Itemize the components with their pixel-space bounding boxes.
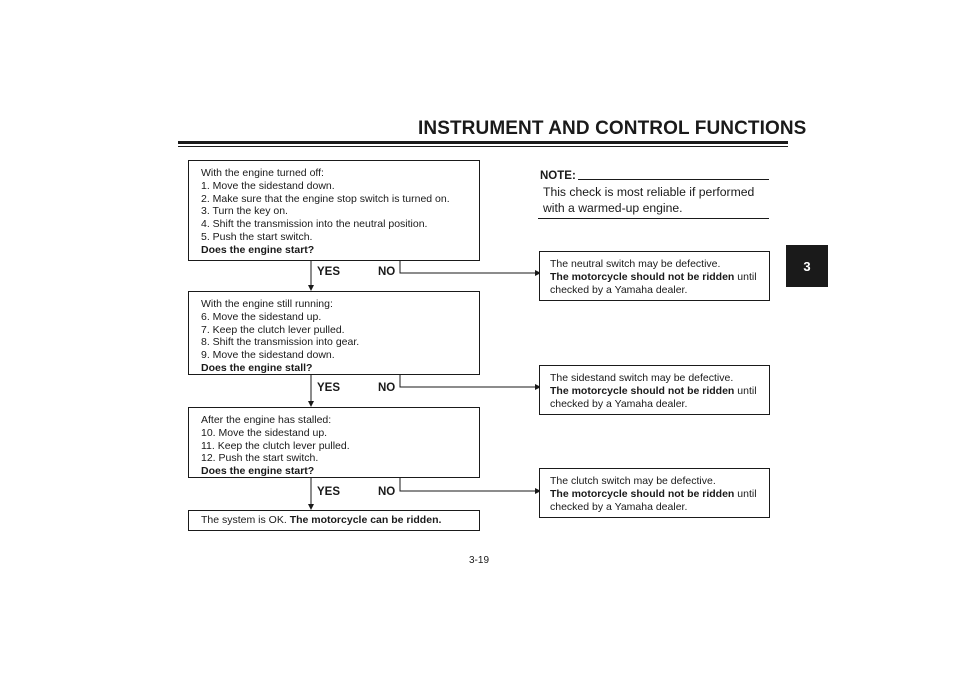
flow-final-box: The system is OK. The motorcycle can be … — [188, 510, 480, 531]
outcome-neutral-bold: The motorcycle should not be ridden — [550, 270, 735, 283]
no-arrow-1 — [399, 260, 541, 276]
no-label-1: NO — [378, 266, 396, 278]
step2-line: 6. Move the sidestand up. — [201, 310, 322, 323]
no-arrow-3 — [399, 477, 541, 494]
no-arrow-2 — [399, 374, 541, 390]
note-rule-bottom — [538, 218, 769, 219]
step1-line: 1. Move the sidestand down. — [201, 179, 335, 192]
step2-question: Does the engine stall? — [201, 361, 313, 374]
outcome-clutch-box: The clutch switch may be defective. The … — [539, 468, 770, 518]
note-rule-top — [578, 179, 769, 180]
outcome-clutch-bold: The motorcycle should not be ridden — [550, 487, 735, 500]
page-number: 3-19 — [469, 555, 490, 566]
final-prefix: The system is OK. — [201, 514, 290, 526]
note-text: This check is most reliable if performed… — [543, 185, 755, 215]
outcome-sidestand-line1: The sidestand switch may be defective. — [550, 372, 734, 384]
step3-line: After the engine has stalled: — [201, 414, 332, 426]
final-bold: The motorcycle can be ridden. — [289, 514, 442, 526]
chapter-tab: 3 — [786, 245, 828, 287]
yes-label-3: YES — [317, 486, 341, 498]
step1-line: With the engine turned off: — [201, 167, 324, 179]
outcome-clutch-tail: until — [734, 487, 757, 500]
outcome-sidestand-tail: until — [734, 384, 757, 397]
outcome-sidestand-box: The sidestand switch may be defective. T… — [539, 365, 770, 415]
yes-label-2: YES — [317, 382, 341, 394]
yes-label-1: YES — [317, 266, 341, 278]
step1-line: 2. Make sure that the engine stop switch… — [201, 192, 450, 205]
outcome-neutral-tail: until — [734, 270, 757, 283]
outcome-sidestand-line2: The motorcycle should not be ridden unti… — [550, 385, 759, 398]
outcome-clutch-line3: checked by a Yamaha dealer. — [550, 500, 688, 513]
outcome-neutral-box: The neutral switch may be defective. The… — [539, 251, 770, 301]
step1-question: Does the engine start? — [201, 243, 315, 256]
step1-line: 5. Push the start switch. — [201, 230, 313, 243]
outcome-neutral-line3: checked by a Yamaha dealer. — [550, 283, 688, 296]
no-label-3: NO — [378, 486, 396, 498]
step3-line: 10. Move the sidestand up. — [201, 426, 328, 439]
final-line: The system is OK. The motorcycle can be … — [201, 514, 467, 527]
outcome-neutral-line1: The neutral switch may be defective. — [550, 258, 721, 270]
step3-line: 12. Push the start switch. — [201, 452, 319, 465]
flow-step-3-box: After the engine has stalled: 10. Move t… — [188, 407, 480, 478]
no-label-2: NO — [378, 382, 396, 394]
step1-line: 4. Shift the transmission into the neutr… — [201, 218, 428, 231]
header-rule-thin — [178, 146, 788, 147]
flow-step-1-box: With the engine turned off: 1. Move the … — [188, 160, 480, 261]
step1-line: 3. Turn the key on. — [201, 205, 288, 218]
header-rule-thick — [178, 141, 788, 144]
step2-line: 9. Move the sidestand down. — [201, 349, 335, 362]
outcome-neutral-line2: The motorcycle should not be ridden unti… — [550, 271, 759, 284]
step3-question: Does the engine start? — [201, 465, 315, 478]
flow-step-2-box: With the engine still running: 6. Move t… — [188, 291, 480, 375]
outcome-sidestand-bold: The motorcycle should not be ridden — [550, 384, 735, 397]
step2-line: 8. Shift the transmission into gear. — [201, 336, 360, 349]
step2-line: 7. Keep the clutch lever pulled. — [201, 323, 345, 336]
outcome-clutch-line1: The clutch switch may be defective. — [550, 475, 716, 487]
outcome-clutch-line2: The motorcycle should not be ridden unti… — [550, 488, 759, 501]
step2-line: With the engine still running: — [201, 298, 333, 310]
step3-line: 11. Keep the clutch lever pulled. — [201, 439, 350, 452]
note-label: NOTE: — [540, 170, 576, 182]
outcome-sidestand-line3: checked by a Yamaha dealer. — [550, 397, 688, 410]
page-header-title: INSTRUMENT AND CONTROL FUNCTIONS — [418, 118, 807, 139]
